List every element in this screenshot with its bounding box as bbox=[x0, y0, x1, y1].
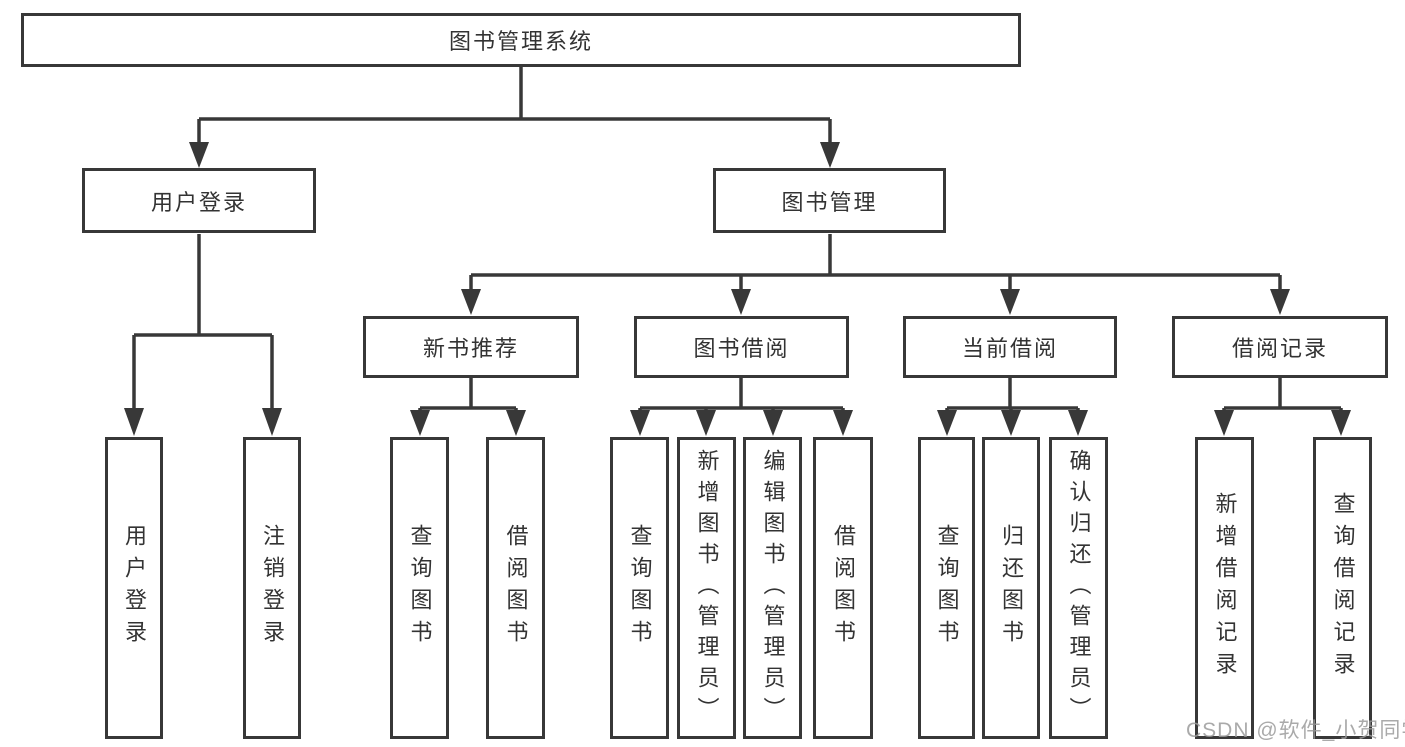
connector-root-to-level2 bbox=[197, 66, 832, 146]
node-borrow-records: 借阅记录 bbox=[1172, 316, 1388, 378]
leaf-user-login: 用户登录 bbox=[105, 437, 163, 739]
node-book-management: 图书管理 bbox=[713, 168, 946, 233]
arrow-down-icon bbox=[820, 142, 840, 168]
node-label: 新增图书（管理员） bbox=[694, 448, 720, 728]
connector-book-borrow-children bbox=[638, 378, 845, 413]
arrow-down-icon bbox=[731, 289, 751, 315]
arrow-down-icon bbox=[506, 410, 526, 436]
arrow-down-icon bbox=[124, 408, 144, 436]
leaf-return-books: 归还图书 bbox=[982, 437, 1040, 739]
connector-user-login-children bbox=[132, 234, 274, 412]
connector-borrow-records-children bbox=[1222, 378, 1343, 413]
connector-new-book-recommend-children bbox=[418, 378, 518, 413]
node-label: 用户登录 bbox=[150, 189, 247, 215]
leaf-borrow-books-recommend: 借阅图书 bbox=[486, 437, 545, 739]
node-label: 确认归还（管理员） bbox=[1066, 448, 1092, 728]
node-book-borrow: 图书借阅 bbox=[634, 316, 849, 378]
node-label: 注销登录 bbox=[260, 524, 285, 652]
connector-book-management-children bbox=[469, 234, 1282, 292]
node-label: 借阅图书 bbox=[831, 524, 856, 652]
arrow-down-icon bbox=[1000, 289, 1020, 315]
leaf-confirm-return-admin: 确认归还（管理员） bbox=[1049, 437, 1108, 739]
node-user-login: 用户登录 bbox=[82, 168, 316, 233]
node-label: 查询图书 bbox=[407, 524, 433, 652]
arrow-down-icon bbox=[833, 410, 853, 436]
leaf-logout: 注销登录 bbox=[243, 437, 301, 739]
leaf-query-books-current: 查询图书 bbox=[918, 437, 975, 739]
node-label: 当前借阅 bbox=[961, 336, 1058, 361]
leaf-query-borrow-record: 查询借阅记录 bbox=[1313, 437, 1372, 739]
watermark: CSDN @软件_小贺同学 bbox=[1186, 719, 1405, 742]
arrow-down-icon bbox=[410, 410, 430, 436]
node-label: 归还图书 bbox=[999, 524, 1024, 652]
arrow-down-icon bbox=[461, 289, 481, 315]
node-label: 查询图书 bbox=[627, 524, 653, 652]
arrow-down-icon bbox=[1214, 410, 1234, 436]
node-current-borrow: 当前借阅 bbox=[903, 316, 1117, 378]
leaf-borrow-books: 借阅图书 bbox=[813, 437, 873, 739]
node-label: 借阅图书 bbox=[503, 524, 529, 652]
arrow-down-icon bbox=[630, 410, 650, 436]
arrow-down-icon bbox=[1068, 410, 1088, 436]
node-label: 新书推荐 bbox=[422, 336, 519, 361]
arrow-down-icon bbox=[1270, 289, 1290, 315]
arrow-down-icon bbox=[1001, 410, 1021, 436]
node-new-book-recommend: 新书推荐 bbox=[363, 316, 579, 378]
arrow-down-icon bbox=[763, 410, 783, 436]
node-label: 图书管理 bbox=[781, 189, 878, 215]
arrow-down-icon bbox=[262, 408, 282, 436]
arrowheads bbox=[124, 142, 1351, 436]
node-label: 编辑图书（管理员） bbox=[760, 448, 786, 728]
node-label: 借阅记录 bbox=[1231, 336, 1328, 361]
node-label: 新增借阅记录 bbox=[1212, 492, 1238, 684]
leaf-add-borrow-record: 新增借阅记录 bbox=[1195, 437, 1254, 739]
leaf-add-book-admin: 新增图书（管理员） bbox=[677, 437, 736, 739]
node-label: 查询借阅记录 bbox=[1330, 492, 1356, 684]
arrow-down-icon bbox=[1331, 410, 1351, 436]
node-label: 图书借阅 bbox=[693, 336, 790, 361]
node-library-management-system: 图书管理系统 bbox=[21, 13, 1021, 67]
leaf-edit-book-admin: 编辑图书（管理员） bbox=[743, 437, 802, 739]
node-label: 用户登录 bbox=[122, 524, 147, 652]
leaf-query-books-borrow: 查询图书 bbox=[610, 437, 669, 739]
node-label: 查询图书 bbox=[934, 524, 960, 652]
arrow-down-icon bbox=[189, 142, 209, 168]
node-label: 图书管理系统 bbox=[448, 29, 593, 54]
arrow-down-icon bbox=[696, 410, 716, 436]
connector-current-borrow-children bbox=[945, 378, 1080, 413]
arrow-down-icon bbox=[937, 410, 957, 436]
leaf-query-books-recommend: 查询图书 bbox=[390, 437, 449, 739]
